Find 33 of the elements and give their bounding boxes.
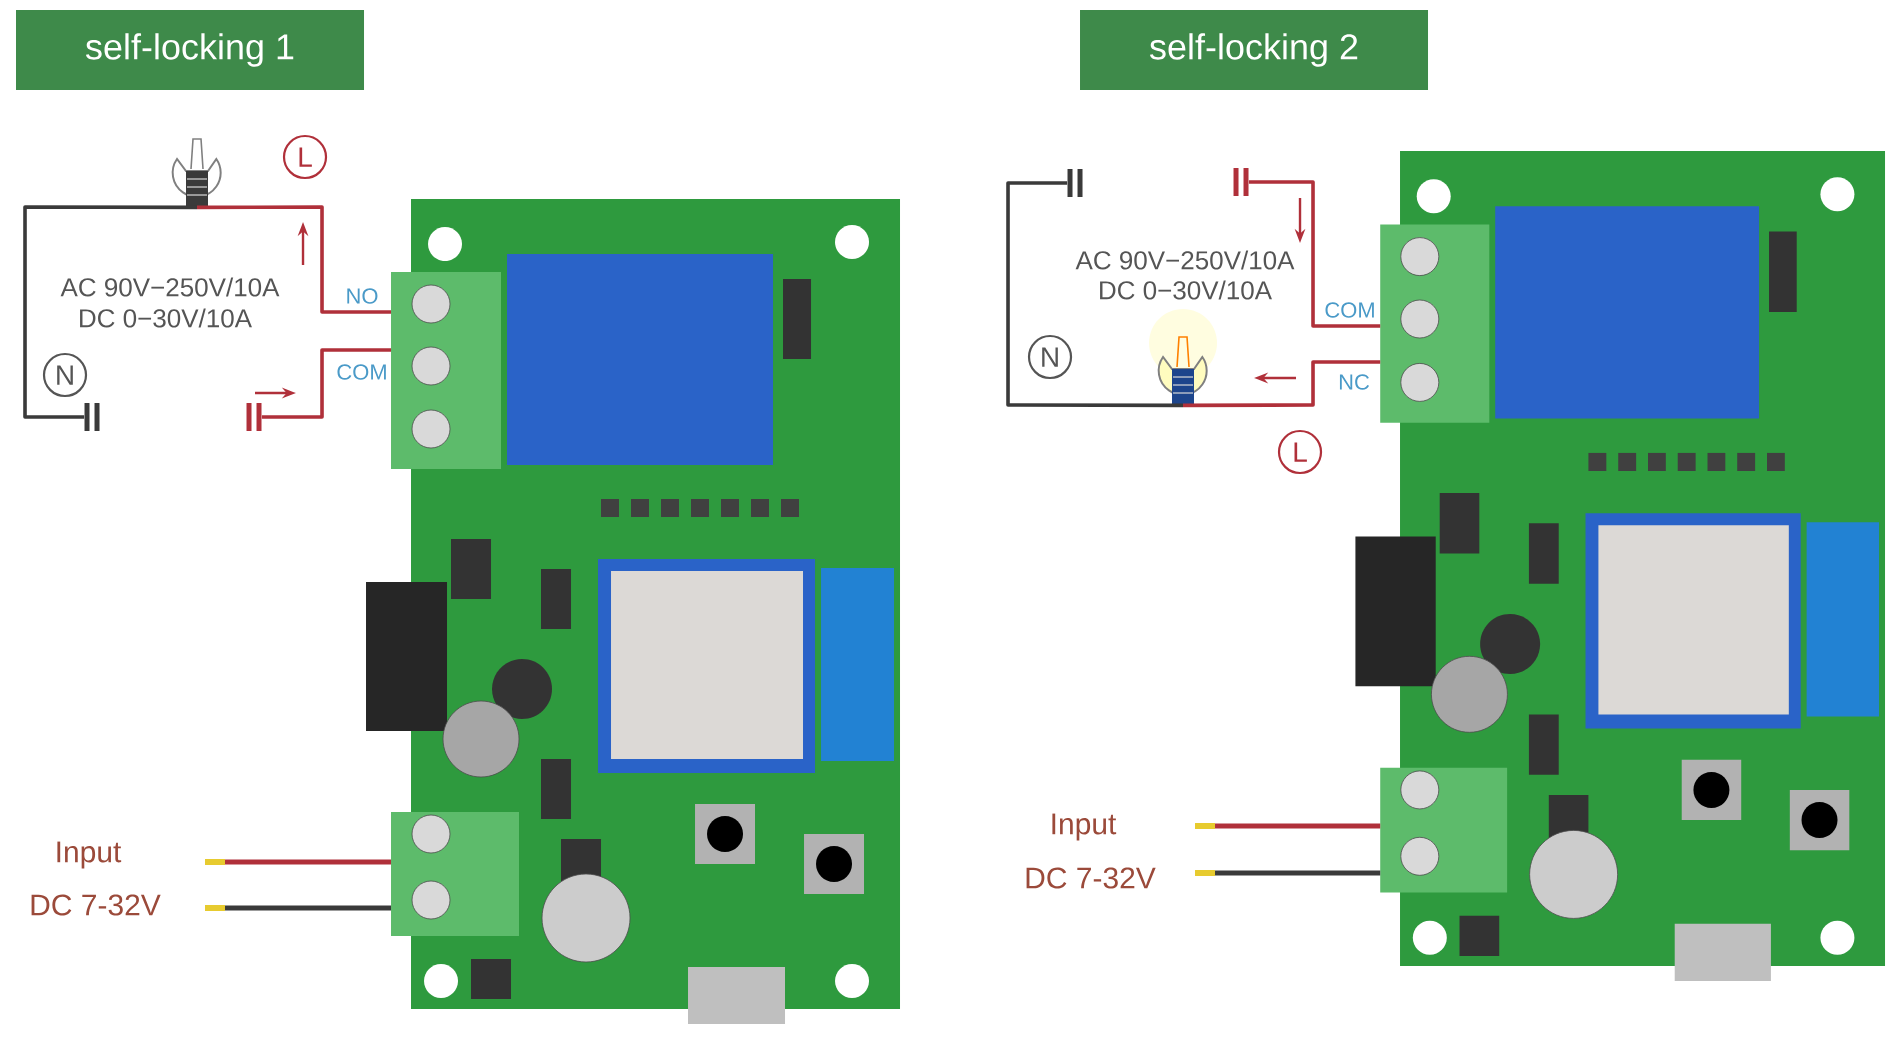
light-bulb-drawing <box>171 138 222 207</box>
terminal-symbol <box>84 403 100 431</box>
wire <box>1006 181 1183 408</box>
terminal-label: COM <box>1325 302 1374 318</box>
title-banner: self-locking 1 <box>16 10 364 90</box>
wire <box>23 205 197 419</box>
circled-letter: L <box>282 134 328 180</box>
wire <box>1183 360 1381 408</box>
rating-text: DC 0−30V/10A <box>80 308 252 328</box>
title-banner: self-locking 2 <box>1080 10 1428 90</box>
wire <box>1215 870 1381 876</box>
circled-letter: N <box>42 352 88 398</box>
input-label: DC 7-32V <box>31 894 161 916</box>
terminal-symbol <box>246 403 262 431</box>
terminal-label: NC <box>1339 374 1370 390</box>
rating-text: AC 90V−250V/10A <box>60 277 280 297</box>
wire <box>225 905 391 911</box>
input-label: Input <box>1052 813 1117 841</box>
circled-letter: L <box>1277 429 1323 475</box>
wire <box>197 205 391 314</box>
light-bulb-drawing <box>1149 309 1217 405</box>
terminal-label: NO <box>347 288 378 304</box>
wire <box>225 859 391 865</box>
circled-letter: N <box>1027 334 1073 380</box>
terminal-symbol <box>1067 169 1083 197</box>
wire <box>1248 180 1381 328</box>
rating-text: AC 90V−250V/10A <box>1075 250 1295 270</box>
input-label: Input <box>57 841 122 869</box>
terminal-symbol <box>1233 168 1249 196</box>
terminal-label: COM <box>337 364 386 380</box>
wire <box>261 348 391 419</box>
wire <box>1215 823 1381 829</box>
input-label: DC 7-32V <box>1026 867 1156 889</box>
